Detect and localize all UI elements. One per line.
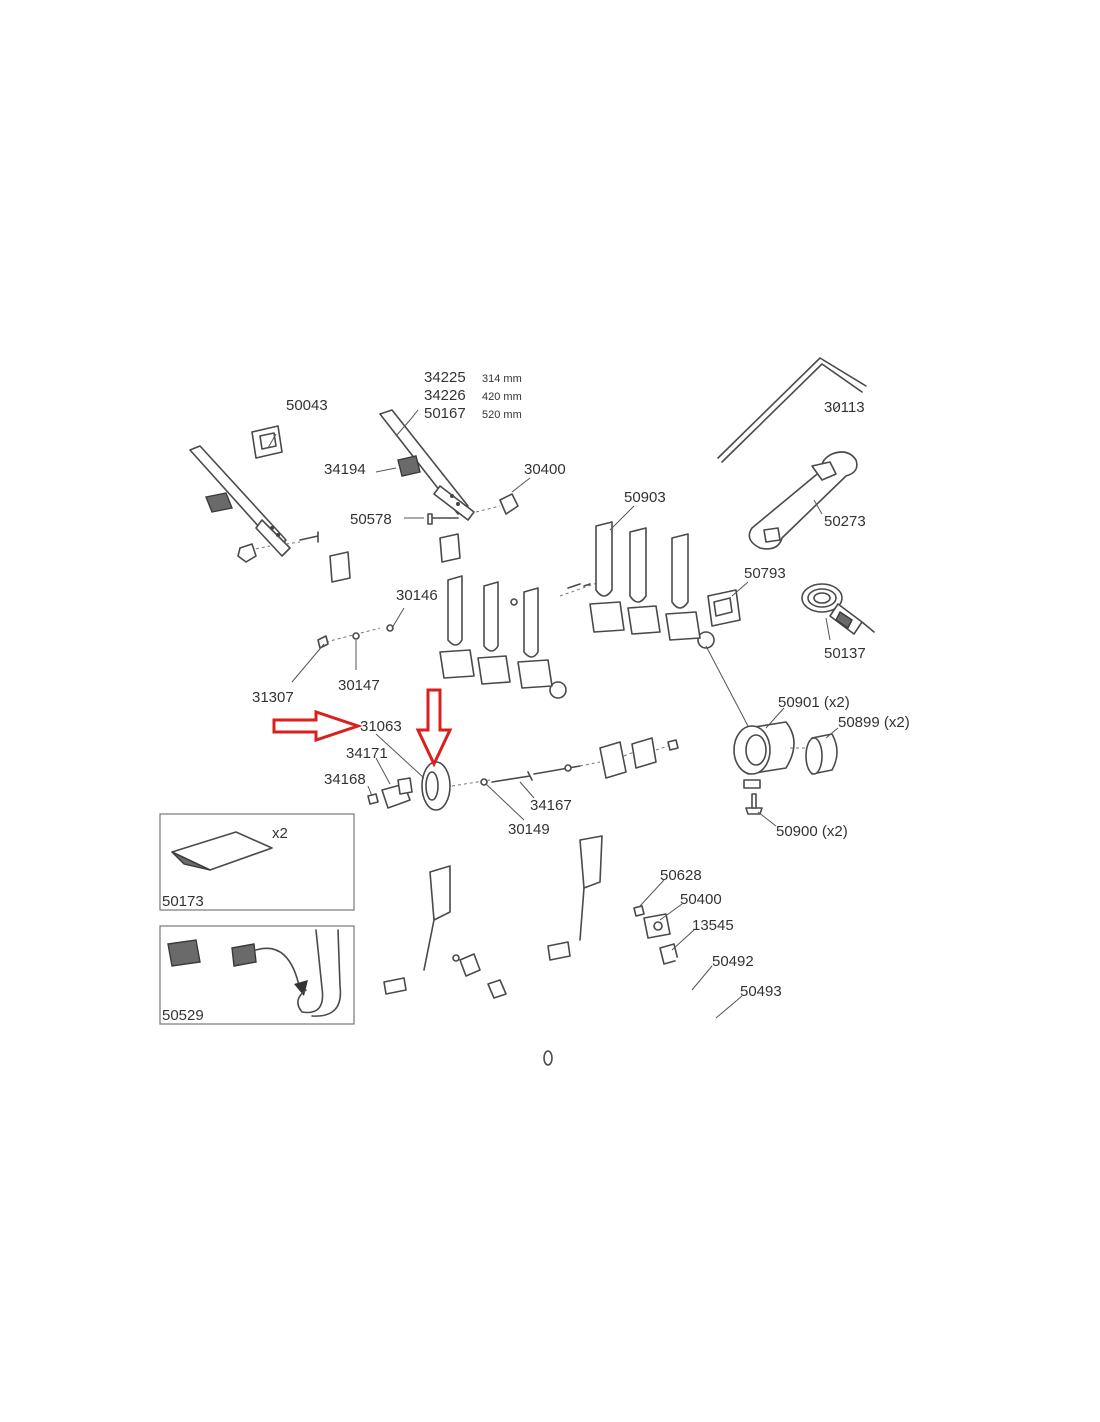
- clip-50043: [251, 425, 283, 459]
- strap-roll-50137: [801, 583, 875, 635]
- sleeve-50901: [705, 645, 795, 789]
- knob-31063: [421, 761, 451, 811]
- label-34225-size: 314 mm: [482, 373, 522, 385]
- box-50173: [159, 813, 355, 911]
- strap-bracket-34225: [379, 409, 501, 521]
- label-50628: 50628: [660, 867, 702, 884]
- label-30146: 30146: [396, 587, 438, 604]
- clamp-34171: [381, 777, 413, 809]
- label-50167-size: 520 mm: [482, 409, 522, 421]
- label-50173: 50173: [162, 893, 204, 910]
- label-50493: 50493: [740, 983, 782, 1000]
- label-31307: 31307: [252, 689, 294, 706]
- highlight-arrow-right: [272, 709, 363, 743]
- clamp-50400: [643, 913, 671, 939]
- label-50137: 50137: [824, 645, 866, 662]
- label-50529: 50529: [162, 1007, 204, 1024]
- label-34226-size: 420 mm: [482, 391, 522, 403]
- label-50793: 50793: [744, 565, 786, 582]
- label-50273: 50273: [824, 513, 866, 530]
- nut-34168: [367, 793, 379, 805]
- label-31063: 31063: [360, 718, 402, 735]
- cap-50899: [790, 733, 838, 775]
- label-34226: 34226: [424, 387, 466, 404]
- rod-50492: [452, 953, 695, 1037]
- box-50529: [159, 925, 355, 1025]
- label-34168: 34168: [324, 771, 366, 788]
- leader-lines: [267, 403, 841, 1019]
- cradle-straps-row-2: [589, 521, 701, 641]
- label-50903: 50903: [624, 489, 666, 506]
- bolts-34167-30149: [451, 761, 601, 787]
- bolt-50578: [404, 513, 459, 525]
- part-labels: 50043 34225 314 mm 34226 420 mm 50167 52…: [162, 369, 910, 1024]
- highlight-arrow-down: [415, 688, 453, 768]
- allen-key-30113: [717, 357, 867, 463]
- label-50900: 50900 (x2): [776, 823, 848, 840]
- label-50173-qty: x2: [272, 825, 288, 842]
- label-34167: 34167: [530, 797, 572, 814]
- nut-50628: [633, 905, 645, 917]
- label-34194: 34194: [324, 461, 366, 478]
- label-34225: 34225: [424, 369, 466, 386]
- label-30147: 30147: [338, 677, 380, 694]
- label-13545: 13545: [692, 917, 734, 934]
- label-34171: 34171: [346, 745, 388, 762]
- knob-30400: [499, 493, 519, 515]
- label-30113: 30113: [824, 399, 865, 416]
- wrench-50273: [748, 451, 858, 550]
- label-50578: 50578: [350, 511, 392, 528]
- knob-assembly-right: [599, 737, 679, 779]
- cradle-holder-50793: [707, 589, 741, 627]
- label-30400: 30400: [524, 461, 566, 478]
- label-50901: 50901 (x2): [778, 694, 850, 711]
- tube-50493: [542, 1010, 734, 1066]
- knob-50400-small: [237, 543, 257, 563]
- label-50492: 50492: [712, 953, 754, 970]
- strap-bracket-left: [189, 445, 319, 557]
- label-50400: 50400: [680, 891, 722, 908]
- lower-hoop-frame: [383, 704, 603, 995]
- label-50899: 50899 (x2): [838, 714, 910, 731]
- cradle-straps-row-1: [439, 575, 553, 689]
- label-30149: 30149: [508, 821, 550, 838]
- label-50043: 50043: [286, 397, 328, 414]
- screw-50900: [745, 793, 763, 815]
- label-50167: 50167: [424, 405, 466, 422]
